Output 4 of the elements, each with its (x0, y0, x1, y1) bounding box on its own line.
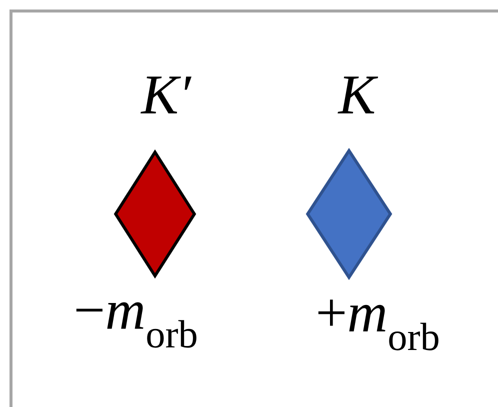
math-label: K (338, 76, 378, 114)
math-label: +m$_{orb}$ (318, 300, 438, 350)
math-label: −m$_{orb}$ (76, 302, 196, 348)
math-label: K′ (140, 76, 192, 114)
